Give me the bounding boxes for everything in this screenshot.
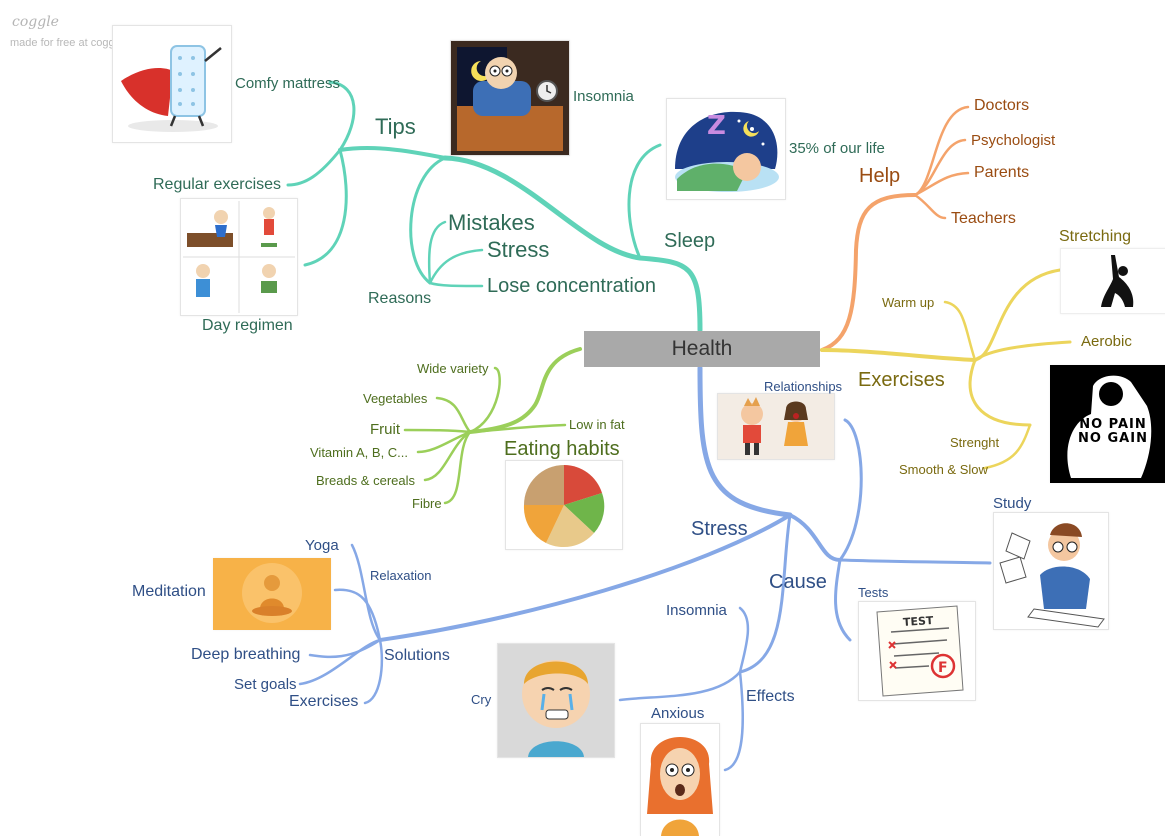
node-solutions[interactable]: Solutions (384, 647, 450, 664)
node-teachers[interactable]: Teachers (951, 210, 1016, 227)
node-doctors[interactable]: Doctors (974, 97, 1030, 114)
node-parents[interactable]: Parents (974, 164, 1030, 181)
node-relaxation[interactable]: Relaxation (370, 568, 432, 583)
tips-sleep-branch-lines (286, 80, 703, 333)
node-set-goals[interactable]: Set goals (234, 676, 297, 693)
stress-branch-lines (298, 365, 992, 772)
node-exercises[interactable]: Exercises (858, 369, 945, 391)
crying-boy-icon (497, 643, 615, 758)
eating-branch-lines (403, 347, 582, 505)
mattress-superhero-icon (112, 25, 232, 143)
node-anxious[interactable]: Anxious (651, 705, 705, 722)
node-fruit[interactable]: Fruit (370, 421, 400, 438)
test-sheet-title: TEST (902, 613, 934, 630)
node-psychologist[interactable]: Psychologist (971, 132, 1056, 149)
node-effects[interactable]: Effects (746, 688, 795, 705)
node-life-share[interactable]: 35% of our life (789, 140, 885, 157)
node-wide-variety[interactable]: Wide variety (417, 361, 489, 376)
node-solutions-exercises[interactable]: Exercises (289, 693, 359, 710)
node-mistakes[interactable]: Mistakes (448, 210, 535, 235)
node-regular-exercises[interactable]: Regular exercises (153, 176, 282, 193)
arguing-kids-icon (717, 393, 835, 460)
node-reasons-stress[interactable]: Stress (487, 237, 550, 262)
node-help[interactable]: Help (859, 165, 901, 187)
node-yoga[interactable]: Yoga (305, 537, 339, 554)
node-smooth-slow[interactable]: Smooth & Slow (899, 462, 988, 477)
node-effects-insomnia[interactable]: Insomnia (666, 602, 727, 619)
node-cry[interactable]: Cry (471, 692, 492, 707)
node-eating-habits[interactable]: Eating habits (504, 438, 620, 460)
node-cause[interactable]: Cause (769, 571, 827, 593)
sleeping-child-icon: Z (666, 98, 786, 200)
node-vegetables[interactable]: Vegetables (363, 391, 428, 406)
node-comfy-mattress[interactable]: Comfy mattress (235, 75, 341, 92)
insomnia-man-icon (450, 40, 570, 156)
coggle-logo[interactable]: coggle (12, 14, 59, 30)
node-strenght[interactable]: Strenght (950, 435, 1000, 450)
svg-text:F: F (938, 660, 948, 676)
node-breads-cereals[interactable]: Breads & cereals (316, 473, 415, 488)
node-stretching[interactable]: Stretching (1059, 228, 1132, 245)
anxious-girl-icon (640, 723, 720, 836)
node-stress[interactable]: Stress (691, 518, 748, 540)
node-tips[interactable]: Tips (375, 114, 416, 139)
study-stress-icon (993, 512, 1109, 630)
node-sleep[interactable]: Sleep (664, 230, 716, 252)
node-warm-up[interactable]: Warm up (882, 295, 935, 310)
exercises-branch-lines (820, 268, 1072, 470)
node-day-regimen[interactable]: Day regimen (202, 317, 293, 334)
node-study[interactable]: Study (993, 495, 1032, 512)
daily-routine-icon (180, 198, 298, 316)
meditation-icon (213, 558, 331, 630)
help-branch-lines (820, 105, 970, 352)
node-meditation[interactable]: Meditation (132, 583, 206, 600)
node-aerobic[interactable]: Aerobic (1081, 333, 1132, 350)
node-insomnia-sleep[interactable]: Insomnia (573, 88, 634, 105)
poster-text: NO PAIN NO GAIN (1078, 417, 1148, 446)
node-reasons[interactable]: Reasons (368, 290, 432, 307)
node-tests[interactable]: Tests (858, 585, 889, 600)
coggle-credit[interactable]: made for free at coggle.it (10, 37, 132, 49)
node-fibre[interactable]: Fibre (412, 496, 442, 511)
failed-test-icon: F TEST (858, 601, 976, 701)
node-low-in-fat[interactable]: Low in fat (569, 417, 625, 432)
node-deep-breathing[interactable]: Deep breathing (191, 646, 301, 663)
node-lose-concentration[interactable]: Lose concentration (487, 275, 657, 297)
stretching-silhouette-icon (1060, 248, 1165, 314)
no-pain-no-gain-icon: NO PAIN NO GAIN (1050, 365, 1165, 483)
node-vitamins[interactable]: Vitamin A, B, C... (310, 445, 409, 460)
food-plate-icon (505, 460, 623, 550)
node-relationships[interactable]: Relationships (764, 379, 843, 394)
svg-text:Z: Z (707, 111, 726, 141)
central-node-health[interactable]: Health (584, 331, 820, 367)
